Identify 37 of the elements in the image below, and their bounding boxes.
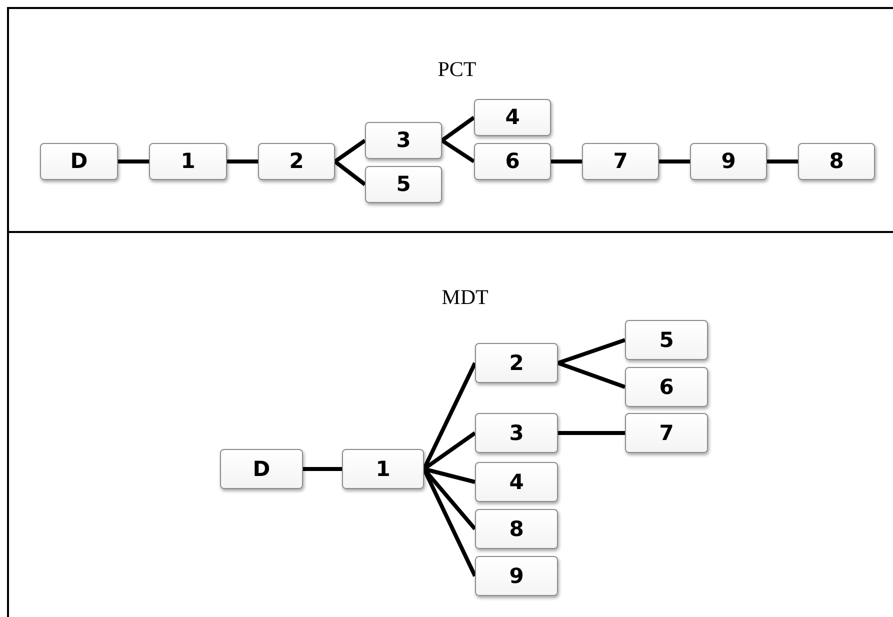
connector-line	[767, 160, 798, 164]
node-box: 5	[365, 166, 442, 203]
connector-line	[659, 160, 690, 164]
node-box: D	[220, 449, 303, 489]
connector-line	[557, 361, 626, 389]
connector-line	[440, 116, 476, 142]
node-box: 8	[475, 509, 558, 549]
node-box: 6	[625, 367, 708, 407]
section-title: MDT	[442, 285, 488, 310]
connector-line	[303, 467, 342, 471]
connector-line	[558, 431, 625, 435]
node-box: D	[40, 143, 118, 180]
connector-line	[440, 138, 476, 164]
node-box: 8	[798, 143, 875, 180]
node-box: 5	[625, 320, 708, 360]
node-box: 1	[342, 449, 424, 489]
node-box: 9	[475, 556, 558, 596]
node-box: 4	[475, 462, 558, 502]
connector-line	[557, 338, 626, 365]
node-box: 4	[474, 99, 551, 136]
node-box: 1	[149, 143, 227, 180]
connector-line	[551, 160, 582, 164]
node-box: 6	[474, 143, 551, 180]
node-box: 3	[475, 413, 558, 453]
node-box: 7	[582, 143, 659, 180]
connector-line	[334, 138, 366, 164]
node-box: 2	[475, 343, 558, 383]
node-box: 3	[365, 122, 442, 159]
node-box: 7	[625, 413, 708, 453]
connector-line	[227, 160, 258, 164]
node-box: 2	[258, 143, 335, 180]
node-box: 9	[690, 143, 767, 180]
table-cell	[7, 7, 893, 233]
connector-line	[118, 160, 149, 164]
connector-line	[424, 467, 476, 484]
connector-line	[334, 160, 366, 186]
section-title: PCT	[438, 57, 476, 82]
